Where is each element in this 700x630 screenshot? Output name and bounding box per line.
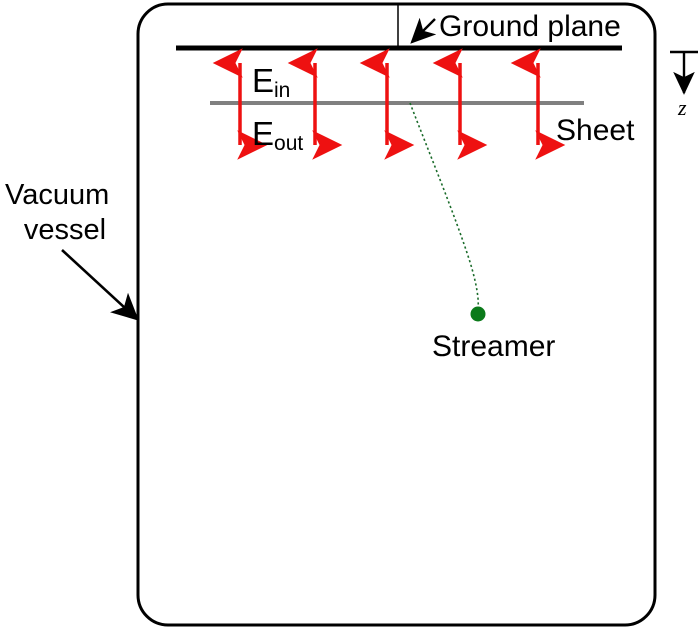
- sheet-label: Sheet: [556, 114, 635, 147]
- field-arrow-group: [212, 48, 566, 160]
- e-out-label: Eout: [252, 115, 303, 154]
- streamer-curve: [409, 102, 480, 309]
- streamer-dot: [470, 306, 486, 322]
- z-axis-label: z: [678, 95, 687, 120]
- vacuum-vessel-label: Vacuum vessel: [5, 178, 155, 249]
- vacuum-vessel-pointer-arrow: [61, 249, 139, 321]
- e-out-symbol: E: [252, 115, 275, 152]
- streamer-label: Streamer: [432, 330, 556, 363]
- vacuum-vessel-label-line2: vessel: [23, 214, 107, 247]
- ground-plane-pointer-arrow: [410, 17, 437, 44]
- e-out-subscript: out: [274, 132, 304, 155]
- ground-plane-label: Ground plane: [439, 10, 621, 43]
- e-in-subscript: in: [274, 79, 291, 102]
- e-in-symbol: E: [252, 62, 275, 99]
- e-in-label: Ein: [252, 62, 290, 101]
- vacuum-vessel-outline: [136, 2, 657, 627]
- z-axis-indicator: [670, 50, 698, 95]
- vacuum-vessel-label-line1: Vacuum: [5, 179, 110, 211]
